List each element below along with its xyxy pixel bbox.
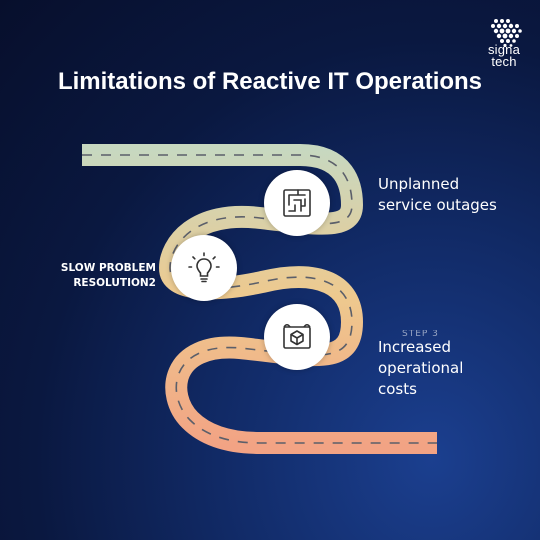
page-title: Limitations of Reactive IT Operations — [57, 68, 483, 95]
brand-line-1: signa — [487, 42, 521, 57]
step-2-label-line-1: SLOW PROBLEM — [60, 262, 156, 274]
brand-line-2: tech — [491, 54, 517, 69]
maze-icon — [283, 189, 311, 217]
step-3-label: Increased operational costs — [378, 337, 463, 400]
step-1-label: Unplanned service outages — [378, 174, 497, 216]
road-dashes — [82, 154, 437, 444]
step-1-label-line-1: Unplanned — [378, 175, 460, 193]
step-3-label-line-2: operational — [378, 359, 464, 377]
cost-chart-icon — [283, 323, 311, 349]
step-3-node — [264, 304, 330, 370]
step-3-label-line-3: costs — [378, 380, 417, 398]
step-1-node — [264, 170, 330, 236]
logo-dots-icon — [491, 19, 522, 48]
step-1-label-line-2: service outages — [378, 196, 497, 214]
step-3-label-line-1: Increased — [378, 338, 452, 356]
step-2-node — [171, 235, 237, 301]
ghost-step-text: STEP 3 — [402, 330, 439, 336]
step-2-label: SLOW PROBLEM RESOLUTION2 — [40, 261, 156, 291]
brand-name: signa tech — [478, 42, 530, 69]
brand-logo: signa tech — [474, 18, 530, 78]
step-2-label-line-2: RESOLUTION2 — [73, 277, 156, 289]
lightbulb-icon — [188, 252, 220, 283]
